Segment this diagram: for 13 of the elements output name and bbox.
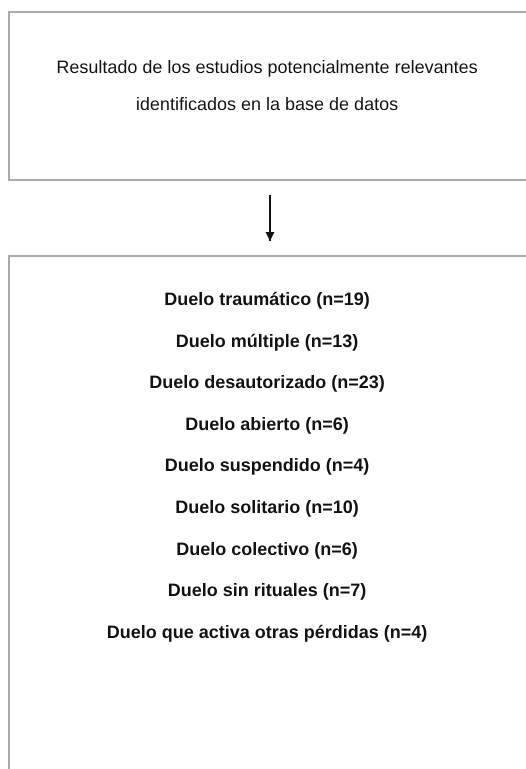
category-text: Duelo solitario (n=10) — [175, 496, 359, 519]
process-box — [8, 255, 526, 769]
process-box — [8, 11, 526, 181]
category-text: Duelo abierto (n=6) — [185, 412, 349, 436]
category-text: Duelo suspendido (n=4) — [164, 454, 370, 478]
box-heading: Resultado de los estudios potencialmente relevantes identificados en la base de datos — [55, 56, 479, 116]
category-text: Duelo colectivo (n=6) — [176, 538, 358, 561]
arrow — [266, 195, 274, 241]
category-text: Duelo múltiple (n=13) — [176, 330, 358, 353]
category-text: Duelo sin rituales (n=7) — [168, 579, 366, 602]
category-text: Duelo que activa otras pérdidas (n=4) — [106, 620, 428, 644]
category-text: Duelo desautorizado (n=23) — [149, 371, 385, 394]
category-text: Duelo traumático (n=19) — [164, 288, 370, 311]
